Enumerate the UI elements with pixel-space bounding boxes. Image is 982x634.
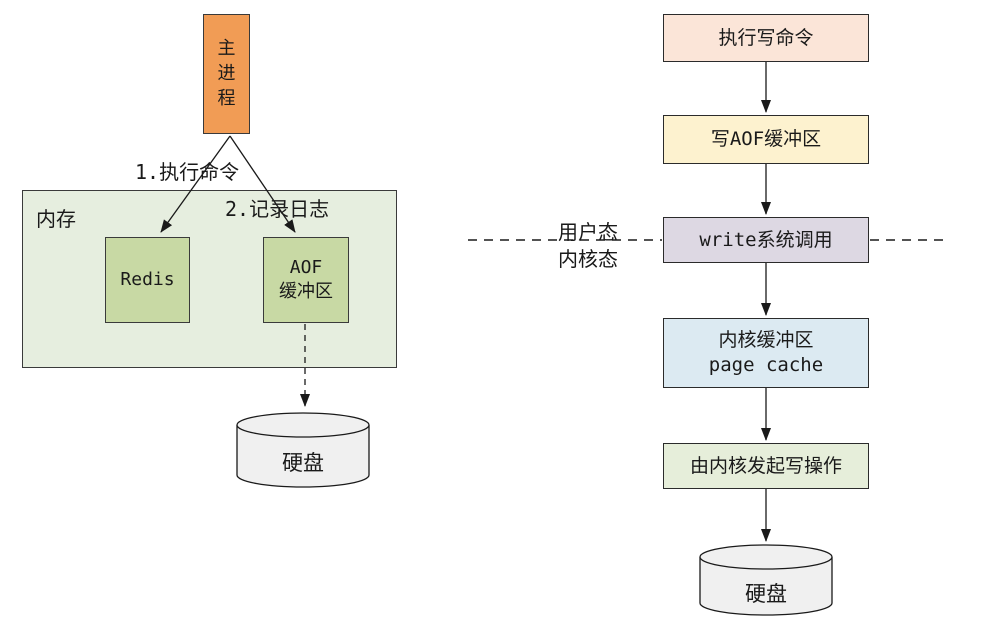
- aof-buffer-line2: 缓冲区: [279, 281, 333, 302]
- step-kernel-buffer: 内核缓冲区 page cache: [663, 318, 869, 388]
- disk-left-label: 硬盘: [282, 451, 324, 475]
- main-process-char: 主: [217, 38, 236, 59]
- aof-buffer-line1: AOF: [289, 257, 323, 278]
- step-write-syscall: write系统调用: [663, 217, 869, 263]
- step-kernel-buffer-line1: 内核缓冲区: [718, 329, 814, 351]
- redis-box: Redis: [105, 237, 190, 323]
- step-kernel-buffer-line2: page cache: [708, 354, 824, 376]
- step-write-aof-buffer: 写AOF缓冲区: [663, 115, 869, 164]
- main-process-char: 程: [217, 88, 236, 109]
- user-mode-label: 用户态: [558, 220, 618, 244]
- label-record-log: 2.记录日志: [225, 197, 330, 221]
- memory-label: 内存: [36, 207, 76, 231]
- disk-right-label: 硬盘: [745, 582, 787, 606]
- kernel-mode-label: 内核态: [558, 247, 618, 271]
- label-execute-command: 1.执行命令: [135, 160, 240, 184]
- main-process-char: 进: [217, 63, 236, 84]
- step-execute-write-command: 执行写命令: [663, 14, 869, 62]
- aof-buffer-box: AOF 缓冲区: [263, 237, 349, 323]
- step-kernel-initiate-write: 由内核发起写操作: [663, 443, 869, 489]
- main-process-box: 主 进 程: [203, 14, 250, 134]
